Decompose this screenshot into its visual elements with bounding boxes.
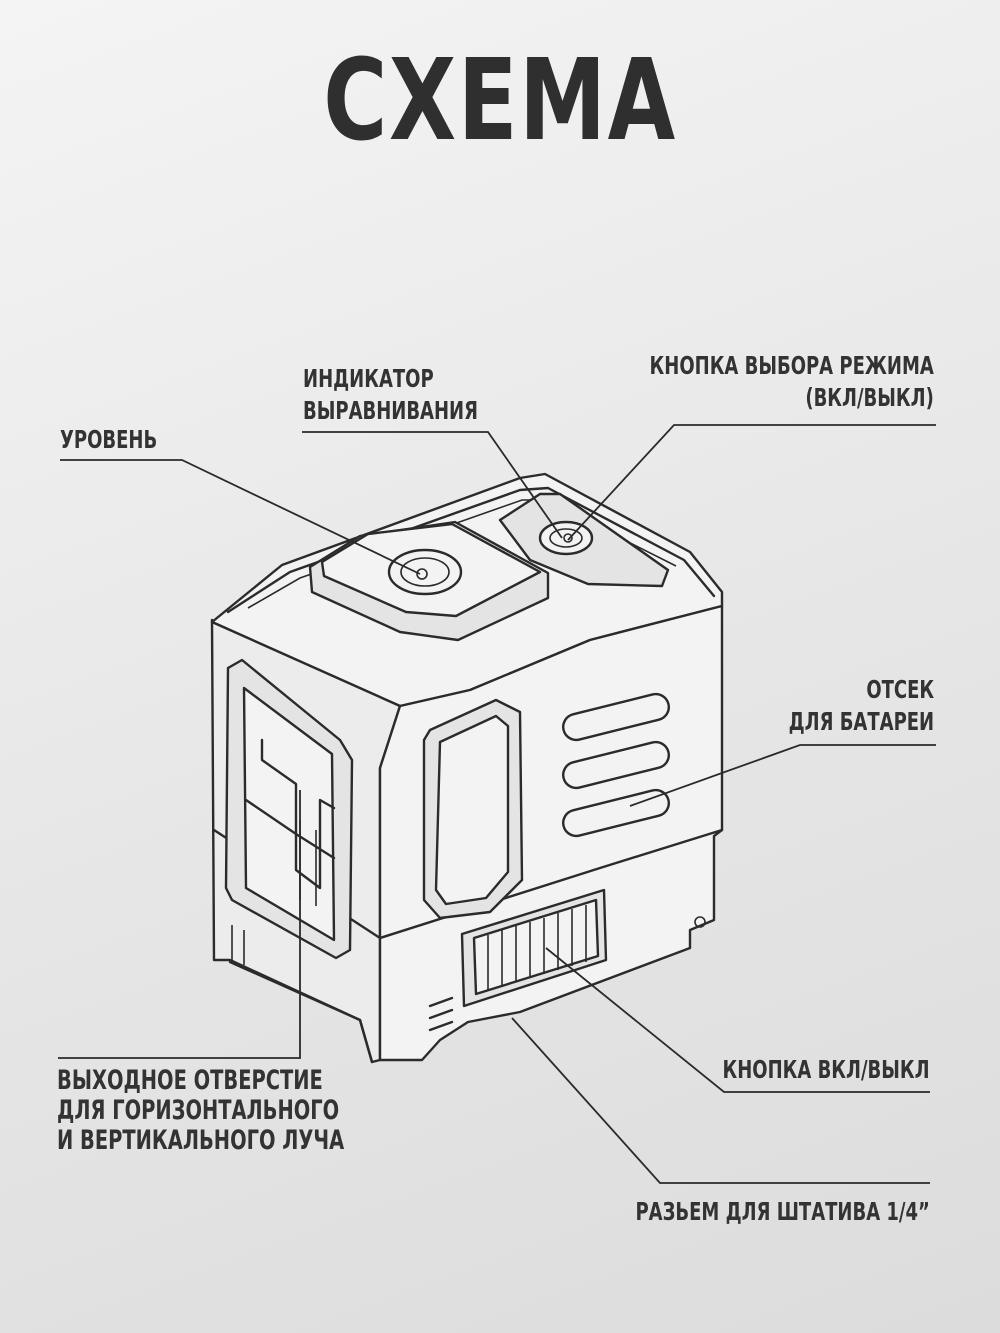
leader-battery [629, 744, 936, 807]
label-output-line-1: ВЫХОДНОЕ ОТВЕРСТИЕ [57, 1065, 323, 1096]
vent-slot-2 [428, 1008, 454, 1020]
mode-button [538, 520, 594, 556]
label-battery-line-1: ОТСЕК [866, 675, 934, 704]
power-button [472, 898, 600, 996]
laser-cross [244, 738, 336, 890]
corner-screw [694, 916, 706, 928]
label-output-line-2: ДЛЯ ГОРИЗОНТАЛЬНОГО [57, 1095, 340, 1126]
vent-slot-1 [428, 996, 454, 1008]
leader-power-button [545, 947, 930, 1093]
label-mode-button-line-1: КНОПКА ВЫБОРА РЕЖИМА [649, 351, 934, 380]
leader-indicator [302, 431, 563, 539]
label-output: ВЫХОДНОЕ ОТВЕРСТИЕ ДЛЯ ГОРИЗОНТАЛЬНОГО И… [57, 1066, 344, 1156]
top-rim [226, 486, 716, 614]
leader-lines [58, 424, 936, 1184]
label-power-button-text: КНОПКА ВКЛ/ВЫКЛ [722, 1055, 930, 1084]
label-tripod-text: РАЗЬЕМ ДЛЯ ШТАТИВА 1/4” [635, 1197, 930, 1226]
side-window [434, 714, 510, 906]
device-bottom-edge [228, 960, 374, 1064]
label-output-line-3: И ВЕРТИКАЛЬНОГО ЛУЧА [57, 1125, 345, 1156]
leader-level [60, 459, 421, 575]
label-battery: ОТСЕК ДЛЯ БАТАРЕИ [788, 674, 934, 738]
label-battery-line-2: ДЛЯ БАТАРЕИ [788, 707, 934, 736]
label-mode-button: КНОПКА ВЫБОРА РЕЖИМА (ВКЛ/ВЫКЛ) [650, 350, 934, 414]
label-indicator-line-1: ИНДИКАТОР [303, 364, 434, 393]
label-mode-button-line-2: (ВКЛ/ВЫКЛ) [805, 383, 934, 412]
vent-slot-3 [428, 1020, 454, 1032]
device-body [210, 472, 724, 1064]
page-title: СХЕМА [323, 36, 677, 166]
battery-rib-2 [562, 740, 670, 790]
battery-rib-1 [562, 692, 670, 742]
leader-tripod [511, 1017, 930, 1184]
power-button-ridges [487, 905, 587, 990]
label-tripod: РАЗЬЕМ ДЛЯ ШТАТИВА 1/4” [636, 1196, 930, 1228]
label-level: УРОВЕНЬ [60, 424, 157, 456]
level-vial-ring [400, 557, 450, 587]
label-level-text: УРОВЕНЬ [60, 425, 158, 454]
mode-button-led [563, 533, 573, 543]
label-indicator-line-2: ВЫРАВНИВАНИЯ [303, 396, 478, 425]
leader-output [58, 790, 301, 1059]
level-bubble [416, 568, 428, 580]
leader-mode-button [567, 424, 936, 541]
label-indicator: ИНДИКАТОР ВЫРАВНИВАНИЯ [303, 363, 478, 427]
mode-button-ring [549, 528, 583, 548]
level-vial [387, 548, 463, 596]
label-power-button: КНОПКА ВКЛ/ВЫКЛ [723, 1054, 930, 1086]
laser-window [242, 686, 336, 942]
device-foot-left [231, 925, 245, 965]
